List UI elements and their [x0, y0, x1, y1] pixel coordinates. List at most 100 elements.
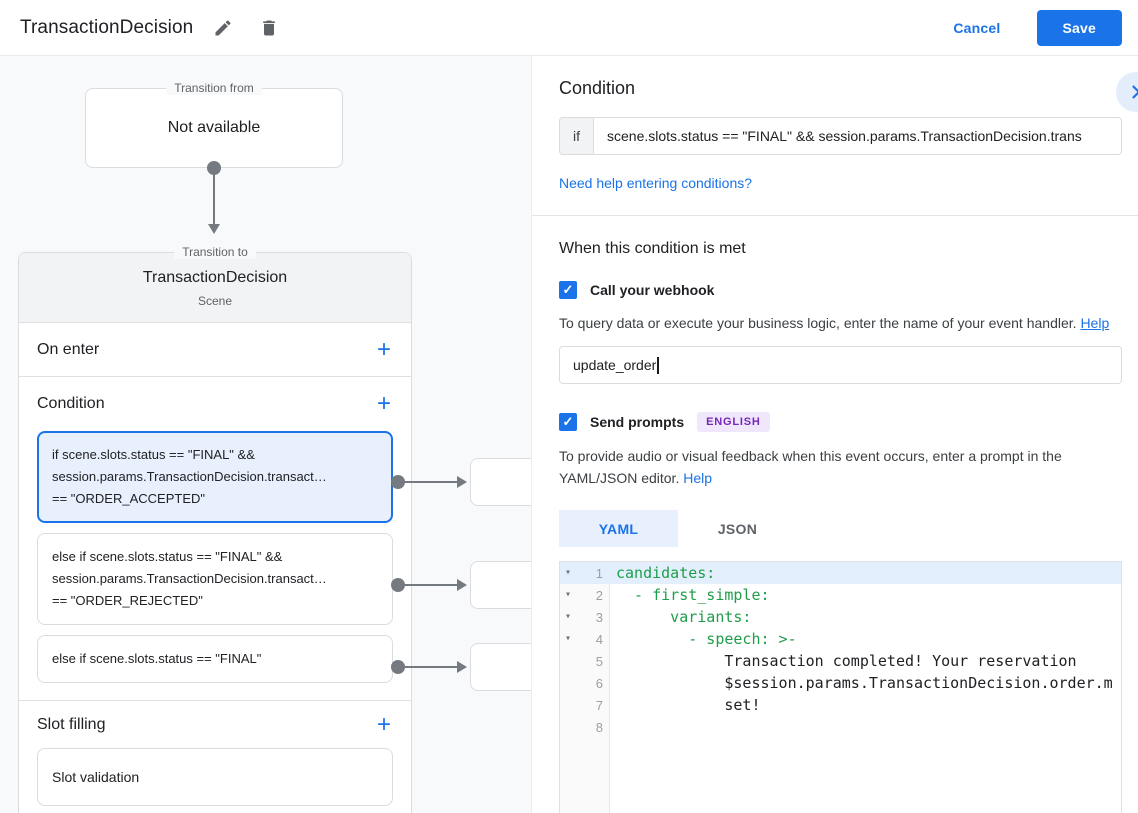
- code-text: $session.params.TransactionDecision.orde…: [616, 674, 1113, 692]
- check-icon: ✓: [562, 282, 574, 297]
- transition-from-legend: Transition from: [166, 81, 262, 95]
- collapse-panel-button[interactable]: [1116, 72, 1138, 112]
- transition-handle[interactable]: [391, 475, 405, 489]
- code-text: variants:: [616, 608, 752, 626]
- pencil-icon: [213, 18, 233, 38]
- condition-card-line: == "ORDER_ACCEPTED": [52, 491, 205, 506]
- transition-line: [403, 584, 459, 586]
- trash-icon: [259, 18, 279, 38]
- condition-card-line: if scene.slots.status == "FINAL" &&: [52, 447, 255, 462]
- condition-card-accepted[interactable]: if scene.slots.status == "FINAL" && sess…: [37, 431, 393, 523]
- fold-toggle-icon[interactable]: ▾: [565, 567, 572, 578]
- line-number: 7: [595, 697, 603, 713]
- code-text: candidates:: [616, 564, 716, 582]
- connector-line: [213, 168, 215, 225]
- prompts-helper-text: To provide audio or visual feedback when…: [559, 445, 1115, 489]
- transition-handle[interactable]: [391, 660, 405, 674]
- delete-button[interactable]: [253, 12, 285, 44]
- scene-diagram-canvas: Transition from Not available Transition…: [0, 56, 531, 813]
- tab-json[interactable]: JSON: [717, 520, 758, 537]
- condition-section: Condition +: [19, 377, 411, 431]
- cancel-button[interactable]: Cancel: [953, 19, 1001, 36]
- code-line[interactable]: 8: [560, 716, 1121, 738]
- add-slot-button[interactable]: +: [376, 710, 391, 738]
- slot-filling-section: Slot filling +: [19, 701, 411, 748]
- webhook-checkbox-label[interactable]: Call your webhook: [590, 282, 715, 298]
- if-prefix: if: [559, 117, 593, 155]
- line-number: 1: [595, 565, 603, 581]
- prompts-checkbox-label[interactable]: Send prompts: [590, 414, 685, 430]
- editor-gutter: [560, 562, 610, 813]
- condition-card-final[interactable]: else if scene.slots.status == "FINAL": [37, 635, 393, 683]
- scene-header[interactable]: TransactionDecision Scene: [19, 253, 411, 323]
- editor-lines: ▾ 1 candidates: ▾ 2 - first_simple: ▾ 3 var…: [560, 562, 1121, 738]
- webhook-helper-body: To query data or execute your business l…: [559, 315, 1077, 331]
- transition-line: [403, 481, 459, 483]
- save-button[interactable]: Save: [1036, 9, 1122, 46]
- panel-title: Condition: [559, 78, 636, 98]
- page-title: TransactionDecision: [20, 16, 194, 38]
- slot-filling-label: Slot filling: [37, 715, 106, 733]
- code-line[interactable]: 7 set!: [560, 694, 1121, 716]
- prompts-checkbox[interactable]: ✓: [559, 413, 577, 431]
- transition-arrowhead-icon: [457, 661, 467, 673]
- on-enter-label: On enter: [37, 340, 100, 358]
- send-prompts-row: ✓ Send prompts ENGLISH: [559, 412, 1122, 432]
- condition-header-section: Condition if scene.slots.status == "FINA…: [532, 56, 1138, 216]
- code-line[interactable]: ▾ 3 variants:: [560, 606, 1121, 628]
- code-line[interactable]: ▾ 1 candidates:: [560, 562, 1121, 584]
- code-text: - first_simple:: [616, 586, 770, 604]
- editor-format-tabs: YAML JSON: [559, 510, 1122, 547]
- slot-validation-card[interactable]: Slot validation: [37, 748, 393, 806]
- code-line[interactable]: ▾ 2 - first_simple:: [560, 584, 1121, 606]
- condition-help-link[interactable]: Need help entering conditions?: [559, 175, 753, 191]
- add-on-enter-button[interactable]: +: [376, 335, 391, 363]
- condition-card-line: else if scene.slots.status == "FINAL": [52, 651, 262, 666]
- tab-yaml[interactable]: YAML: [559, 510, 678, 547]
- connector-arrowhead-icon: [208, 224, 220, 234]
- transition-target-box[interactable]: [470, 643, 531, 691]
- scene-type: Scene: [197, 294, 233, 308]
- add-condition-button[interactable]: +: [376, 390, 391, 417]
- when-met-title: When this condition is met: [559, 240, 746, 257]
- code-line[interactable]: 5 Transaction completed! Your reservatio…: [560, 650, 1121, 672]
- transition-target-box[interactable]: [470, 561, 531, 609]
- webhook-name-value: update_order: [573, 357, 657, 373]
- transition-from-box: Transition from Not available: [85, 81, 343, 168]
- code-text: Transaction completed! Your reservation: [616, 652, 1077, 670]
- code-text: - speech: >-: [616, 630, 797, 648]
- condition-card-line: == "ORDER_REJECTED": [52, 593, 203, 608]
- webhook-help-link[interactable]: Help: [1080, 315, 1110, 331]
- webhook-helper-text: To query data or execute your business l…: [559, 312, 1115, 334]
- condition-editor-panel: Condition if scene.slots.status == "FINA…: [531, 56, 1138, 813]
- condition-expression-input[interactable]: scene.slots.status == "FINAL" && session…: [593, 117, 1122, 155]
- line-number: 3: [595, 609, 603, 625]
- transition-target-box[interactable]: [470, 458, 531, 506]
- scene-name: TransactionDecision: [142, 269, 288, 286]
- transition-arrowhead-icon: [457, 476, 467, 488]
- webhook-name-input[interactable]: update_order: [559, 346, 1122, 384]
- language-badge: ENGLISH: [697, 412, 770, 432]
- prompts-helper-body: To provide audio or visual feedback when…: [559, 448, 1062, 486]
- line-number: 5: [595, 653, 603, 669]
- transition-handle[interactable]: [391, 578, 405, 592]
- fold-toggle-icon[interactable]: ▾: [565, 589, 572, 600]
- transition-from-value: Not available: [167, 119, 261, 136]
- line-number: 8: [595, 719, 603, 735]
- transition-to-legend: Transition to: [174, 245, 256, 259]
- webhook-checkbox[interactable]: ✓: [559, 281, 577, 299]
- line-number: 2: [595, 587, 603, 603]
- yaml-code-editor[interactable]: ▾ 1 candidates: ▾ 2 - first_simple: ▾ 3 var…: [559, 561, 1122, 813]
- fold-toggle-icon[interactable]: ▾: [565, 611, 572, 622]
- condition-card-rejected[interactable]: else if scene.slots.status == "FINAL" &&…: [37, 533, 393, 625]
- prompts-help-link[interactable]: Help: [683, 470, 713, 486]
- fold-toggle-icon[interactable]: ▾: [565, 633, 572, 644]
- code-line[interactable]: ▾4 - speech: >-: [560, 628, 1121, 650]
- section-divider: [19, 700, 411, 701]
- edit-button[interactable]: [207, 12, 239, 44]
- line-number: 6: [595, 675, 603, 691]
- condition-expression-row: if scene.slots.status == "FINAL" && sess…: [559, 117, 1122, 155]
- condition-label: Condition: [37, 395, 105, 412]
- text-cursor: [657, 356, 659, 374]
- code-line[interactable]: 6 $session.params.TransactionDecision.or…: [560, 672, 1121, 694]
